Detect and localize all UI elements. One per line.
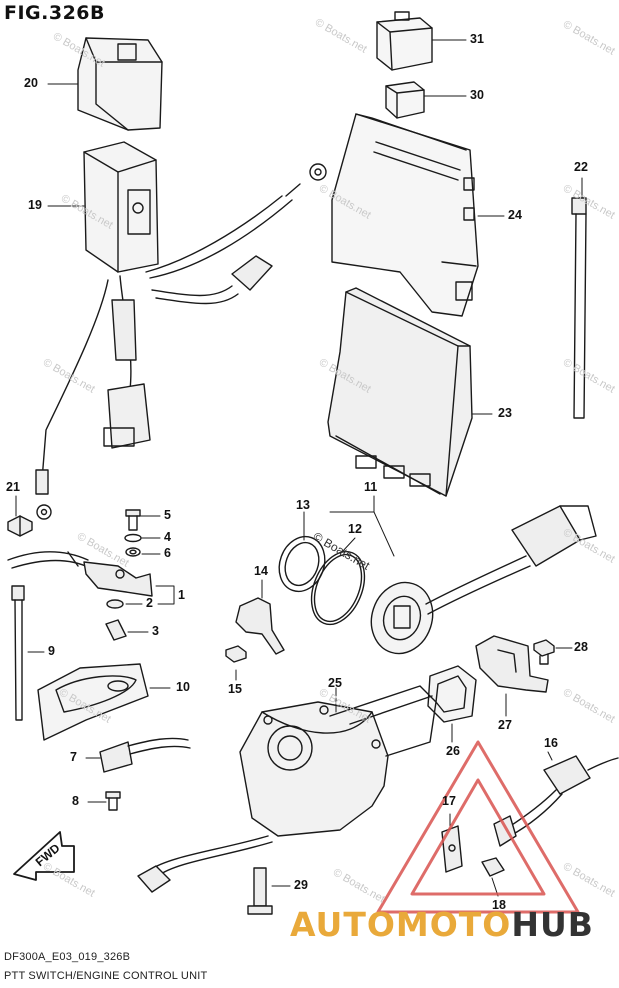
callout-17: 17 [442,794,456,808]
bracket-27 [475,635,549,693]
clip-3 [105,619,127,641]
callout-11: 11 [364,480,378,494]
ecu-cover-24 [331,113,479,317]
switch-1 [7,551,153,597]
callout-31: 31 [470,32,484,46]
relay-31 [376,11,433,71]
motor-25 [137,685,437,893]
grommet-26 [427,665,477,723]
callout-1: 1 [178,588,185,602]
screw-5 [125,509,141,531]
harness-19 [35,141,327,520]
diagram-code: DF300A_E03_019_326B [4,951,131,963]
callout-21: 21 [6,480,20,494]
brand-logo: AUTOMOTOHUB [290,905,594,944]
callout-10: 10 [176,680,190,694]
callout-5: 5 [164,508,171,522]
callout-23: 23 [498,406,512,420]
cable-tie-9 [11,585,25,721]
bolt-28 [533,639,555,665]
callout-15: 15 [228,682,242,696]
bolt-21 [7,515,33,537]
callout-3: 3 [152,624,159,638]
callout-13: 13 [296,498,310,512]
brand-part2: HUB [511,905,594,944]
bracket-10 [37,663,149,741]
callout-16: 16 [544,736,558,750]
callout-19: 19 [28,198,42,212]
screw-8 [105,791,121,811]
cable-tie-22 [571,197,587,419]
bolt-29 [247,867,273,915]
ecu-23 [327,287,473,497]
callout-28: 28 [574,640,588,654]
bracket-14 [235,597,285,655]
callout-14: 14 [254,564,268,578]
callout-7: 7 [70,750,77,764]
nut-2 [106,599,124,609]
switch-7 [99,737,191,773]
brand-part1: AUTOMOTO [290,905,512,944]
washer-6 [125,547,141,557]
leader-lines [15,39,583,897]
cover-20 [77,37,163,131]
relay-30 [385,81,425,119]
bolt-15 [225,645,247,663]
callout-2: 2 [146,596,153,610]
callout-30: 30 [470,88,484,102]
callout-24: 24 [508,208,522,222]
callout-6: 6 [164,546,171,560]
diagram-caption: PTT SWITCH/ENGINE CONTROL UNIT [4,970,208,982]
callout-27: 27 [498,718,512,732]
fwd-arrow [13,831,75,881]
callout-8: 8 [72,794,79,808]
callout-9: 9 [48,644,55,658]
callout-4: 4 [164,530,171,544]
switch-11 [370,505,597,655]
bolt-18 [481,857,505,877]
callout-18: 18 [492,898,506,912]
brand-triangle [376,740,580,914]
washer-4 [124,533,142,543]
callout-26: 26 [446,744,460,758]
figure-title: FIG.326B [4,2,106,24]
o-ring-12 [310,550,366,626]
clamp-17 [441,825,463,873]
callout-20: 20 [24,76,38,90]
callout-25: 25 [328,676,342,690]
callout-29: 29 [294,878,308,892]
callout-22: 22 [574,160,588,174]
callout-12: 12 [348,522,362,536]
